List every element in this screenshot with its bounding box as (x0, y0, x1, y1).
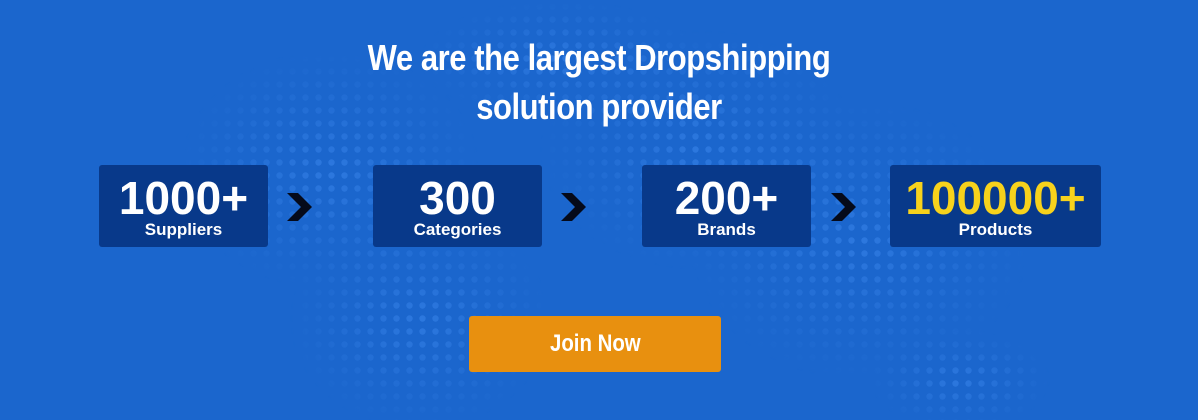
stat-box-suppliers: 1000+ Suppliers (99, 165, 268, 247)
stat-label: Products (958, 220, 1033, 239)
stat-box-products: 100000+ Products (890, 165, 1101, 247)
stat-label: Brands (697, 220, 756, 239)
headline-line-1: We are the largest Dropshipping (367, 37, 831, 78)
stat-value: 100000+ (905, 172, 1086, 224)
chevron-right-icon (287, 193, 312, 221)
stat-value: 1000+ (118, 172, 249, 224)
stat-label: Suppliers (144, 220, 223, 239)
chevron-right-icon (561, 193, 586, 221)
join-now-button[interactable]: Join Now (469, 316, 721, 372)
chevron-right-icon (831, 193, 856, 221)
stat-value: 200+ (674, 172, 779, 224)
headline-line-2: solution provider (476, 86, 722, 127)
stat-box-categories: 300 Categories (373, 165, 542, 247)
join-now-label: Join Now (549, 330, 641, 357)
stat-value: 300 (419, 172, 496, 224)
stat-label: Categories (413, 220, 502, 239)
stat-box-brands: 200+ Brands (642, 165, 811, 247)
